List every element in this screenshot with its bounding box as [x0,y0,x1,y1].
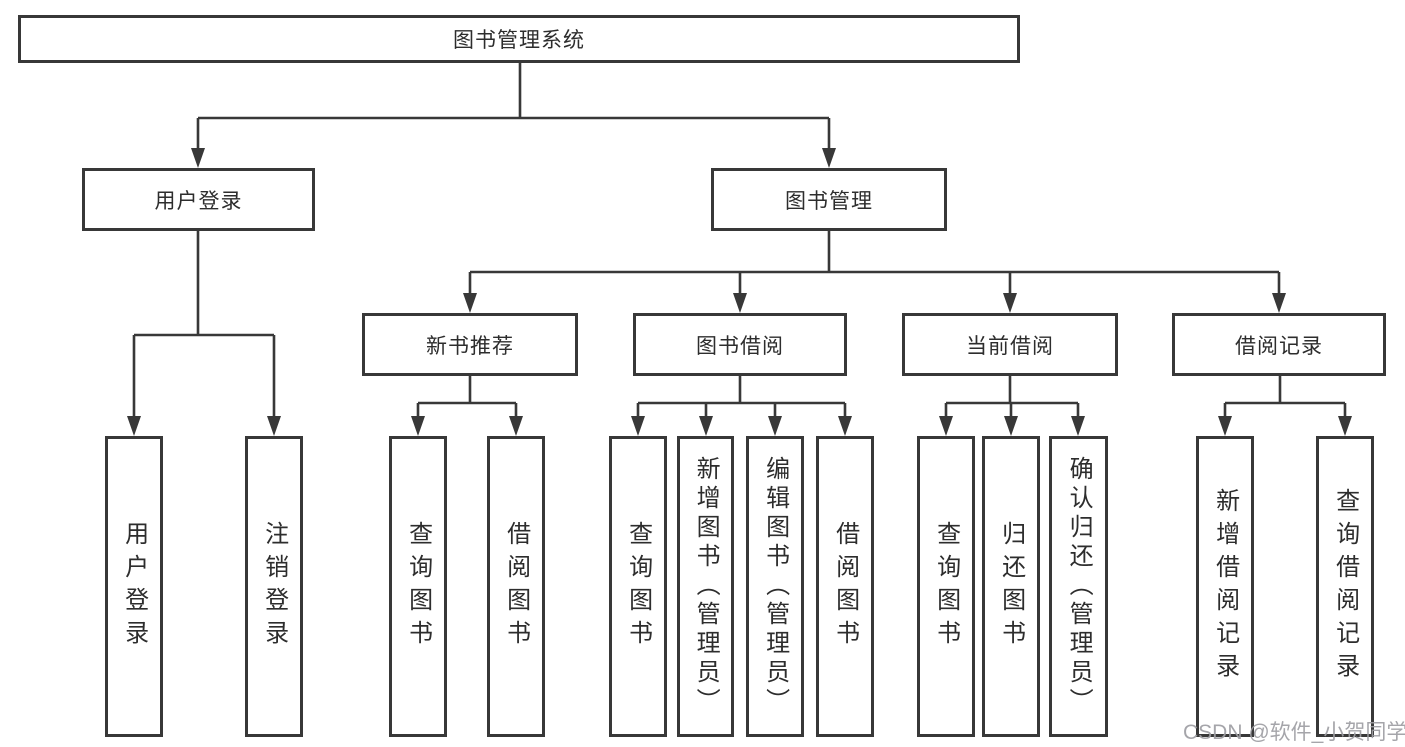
csdn-watermark: CSDN @软件_小贺同学 [1183,721,1405,744]
node-leaf-query-books-1: 查询图书 [389,436,447,737]
node-new-book-recommend: 新书推荐 [362,313,578,376]
node-borrowing-records: 借阅记录 [1172,313,1386,376]
node-library-system: 图书管理系统 [18,15,1020,63]
node-leaf-add-borrow-record: 新增借阅记录 [1196,436,1254,737]
node-leaf-logout: 注销登录 [245,436,303,737]
node-leaf-edit-book-admin: 编辑图书（管理员） [746,436,804,737]
node-leaf-user-login: 用户登录 [105,436,163,737]
node-leaf-add-borrow-record-label: 新增借阅记录 [1211,487,1239,686]
node-new-book-recommend-label: 新书推荐 [426,334,514,358]
node-leaf-borrow-books-2: 借阅图书 [816,436,874,737]
node-leaf-borrow-books-2-label: 借阅图书 [831,520,859,653]
node-leaf-return-book-label: 归还图书 [997,520,1025,653]
node-book-management: 图书管理 [711,168,947,231]
node-leaf-query-borrow-record: 查询借阅记录 [1316,436,1374,737]
node-leaf-query-books-3: 查询图书 [917,436,975,737]
node-leaf-confirm-return-admin-label: 确认归还（管理员） [1065,456,1093,717]
node-current-borrowing-label: 当前借阅 [966,334,1054,358]
node-leaf-confirm-return-admin: 确认归还（管理员） [1049,436,1108,737]
node-leaf-edit-book-admin-label: 编辑图书（管理员） [761,456,789,717]
node-user-login-label: 用户登录 [154,189,243,213]
node-leaf-add-book-admin-label: 新增图书（管理员） [692,456,720,717]
node-leaf-add-book-admin: 新增图书（管理员） [677,436,734,737]
node-leaf-query-books-3-label: 查询图书 [932,520,960,653]
node-current-borrowing: 当前借阅 [902,313,1118,376]
node-leaf-query-books-2-label: 查询图书 [624,520,652,653]
node-book-borrowing: 图书借阅 [633,313,847,376]
node-leaf-query-books-2: 查询图书 [609,436,667,737]
node-library-system-label: 图书管理系统 [453,29,585,52]
node-leaf-return-book: 归还图书 [982,436,1040,737]
node-user-login: 用户登录 [82,168,315,231]
node-leaf-borrow-books-1: 借阅图书 [487,436,545,737]
node-book-management-label: 图书管理 [785,189,873,213]
node-leaf-query-books-1-label: 查询图书 [404,520,432,653]
node-leaf-query-borrow-record-label: 查询借阅记录 [1331,487,1359,686]
node-leaf-user-login-label: 用户登录 [120,520,148,653]
node-book-borrowing-label: 图书借阅 [696,334,784,358]
node-leaf-borrow-books-1-label: 借阅图书 [502,520,530,653]
node-borrowing-records-label: 借阅记录 [1235,334,1323,358]
node-leaf-logout-label: 注销登录 [260,520,288,653]
